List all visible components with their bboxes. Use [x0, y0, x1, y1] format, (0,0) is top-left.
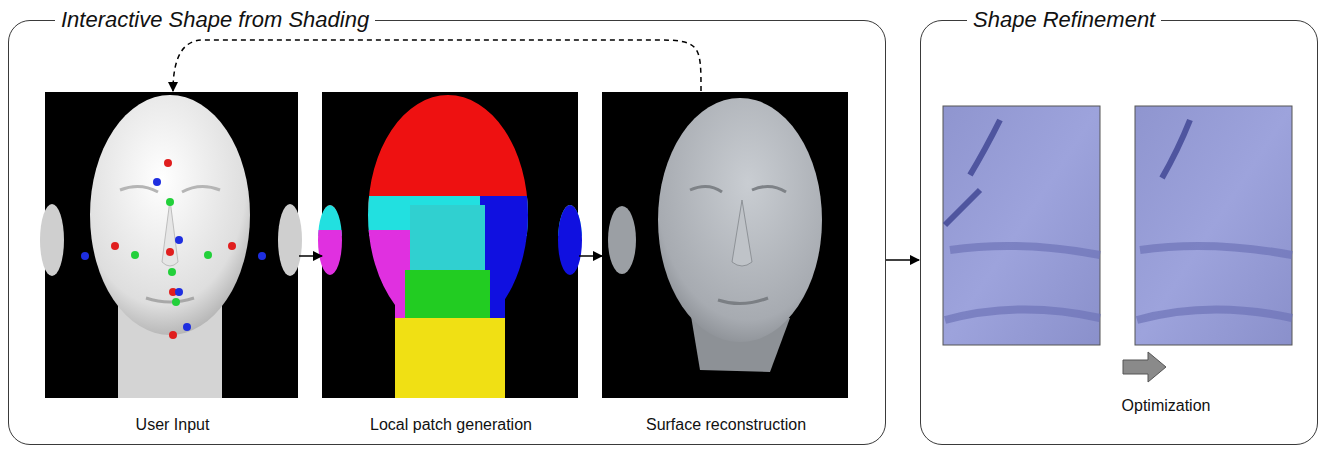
stage-panel: Shape Refinement [920, 20, 1318, 445]
image-caption: User Input [46, 415, 299, 434]
stage-panel: Interactive Shape from ShadingUser Input… [8, 20, 886, 445]
flow-arrow [299, 255, 322, 257]
image-caption: Surface reconstruction [603, 415, 849, 434]
user-input-box: User Input [46, 93, 299, 433]
flow-arrow [579, 255, 602, 257]
reconstruction-image [602, 92, 848, 398]
image-caption: Local patch generation [323, 415, 579, 434]
user-input-image [40, 92, 302, 398]
panel-title: Interactive Shape from Shading [55, 7, 375, 33]
patch-box: Local patch generation [323, 93, 579, 433]
patch-image [310, 90, 590, 408]
panel-title: Shape Refinement [967, 7, 1161, 33]
flow-arrow [173, 40, 701, 91]
flow-arrow [886, 259, 919, 261]
refinement-images [943, 106, 1292, 382]
step-label: Optimization [1086, 396, 1246, 415]
reconstruction-box: Surface reconstruction [603, 93, 849, 433]
